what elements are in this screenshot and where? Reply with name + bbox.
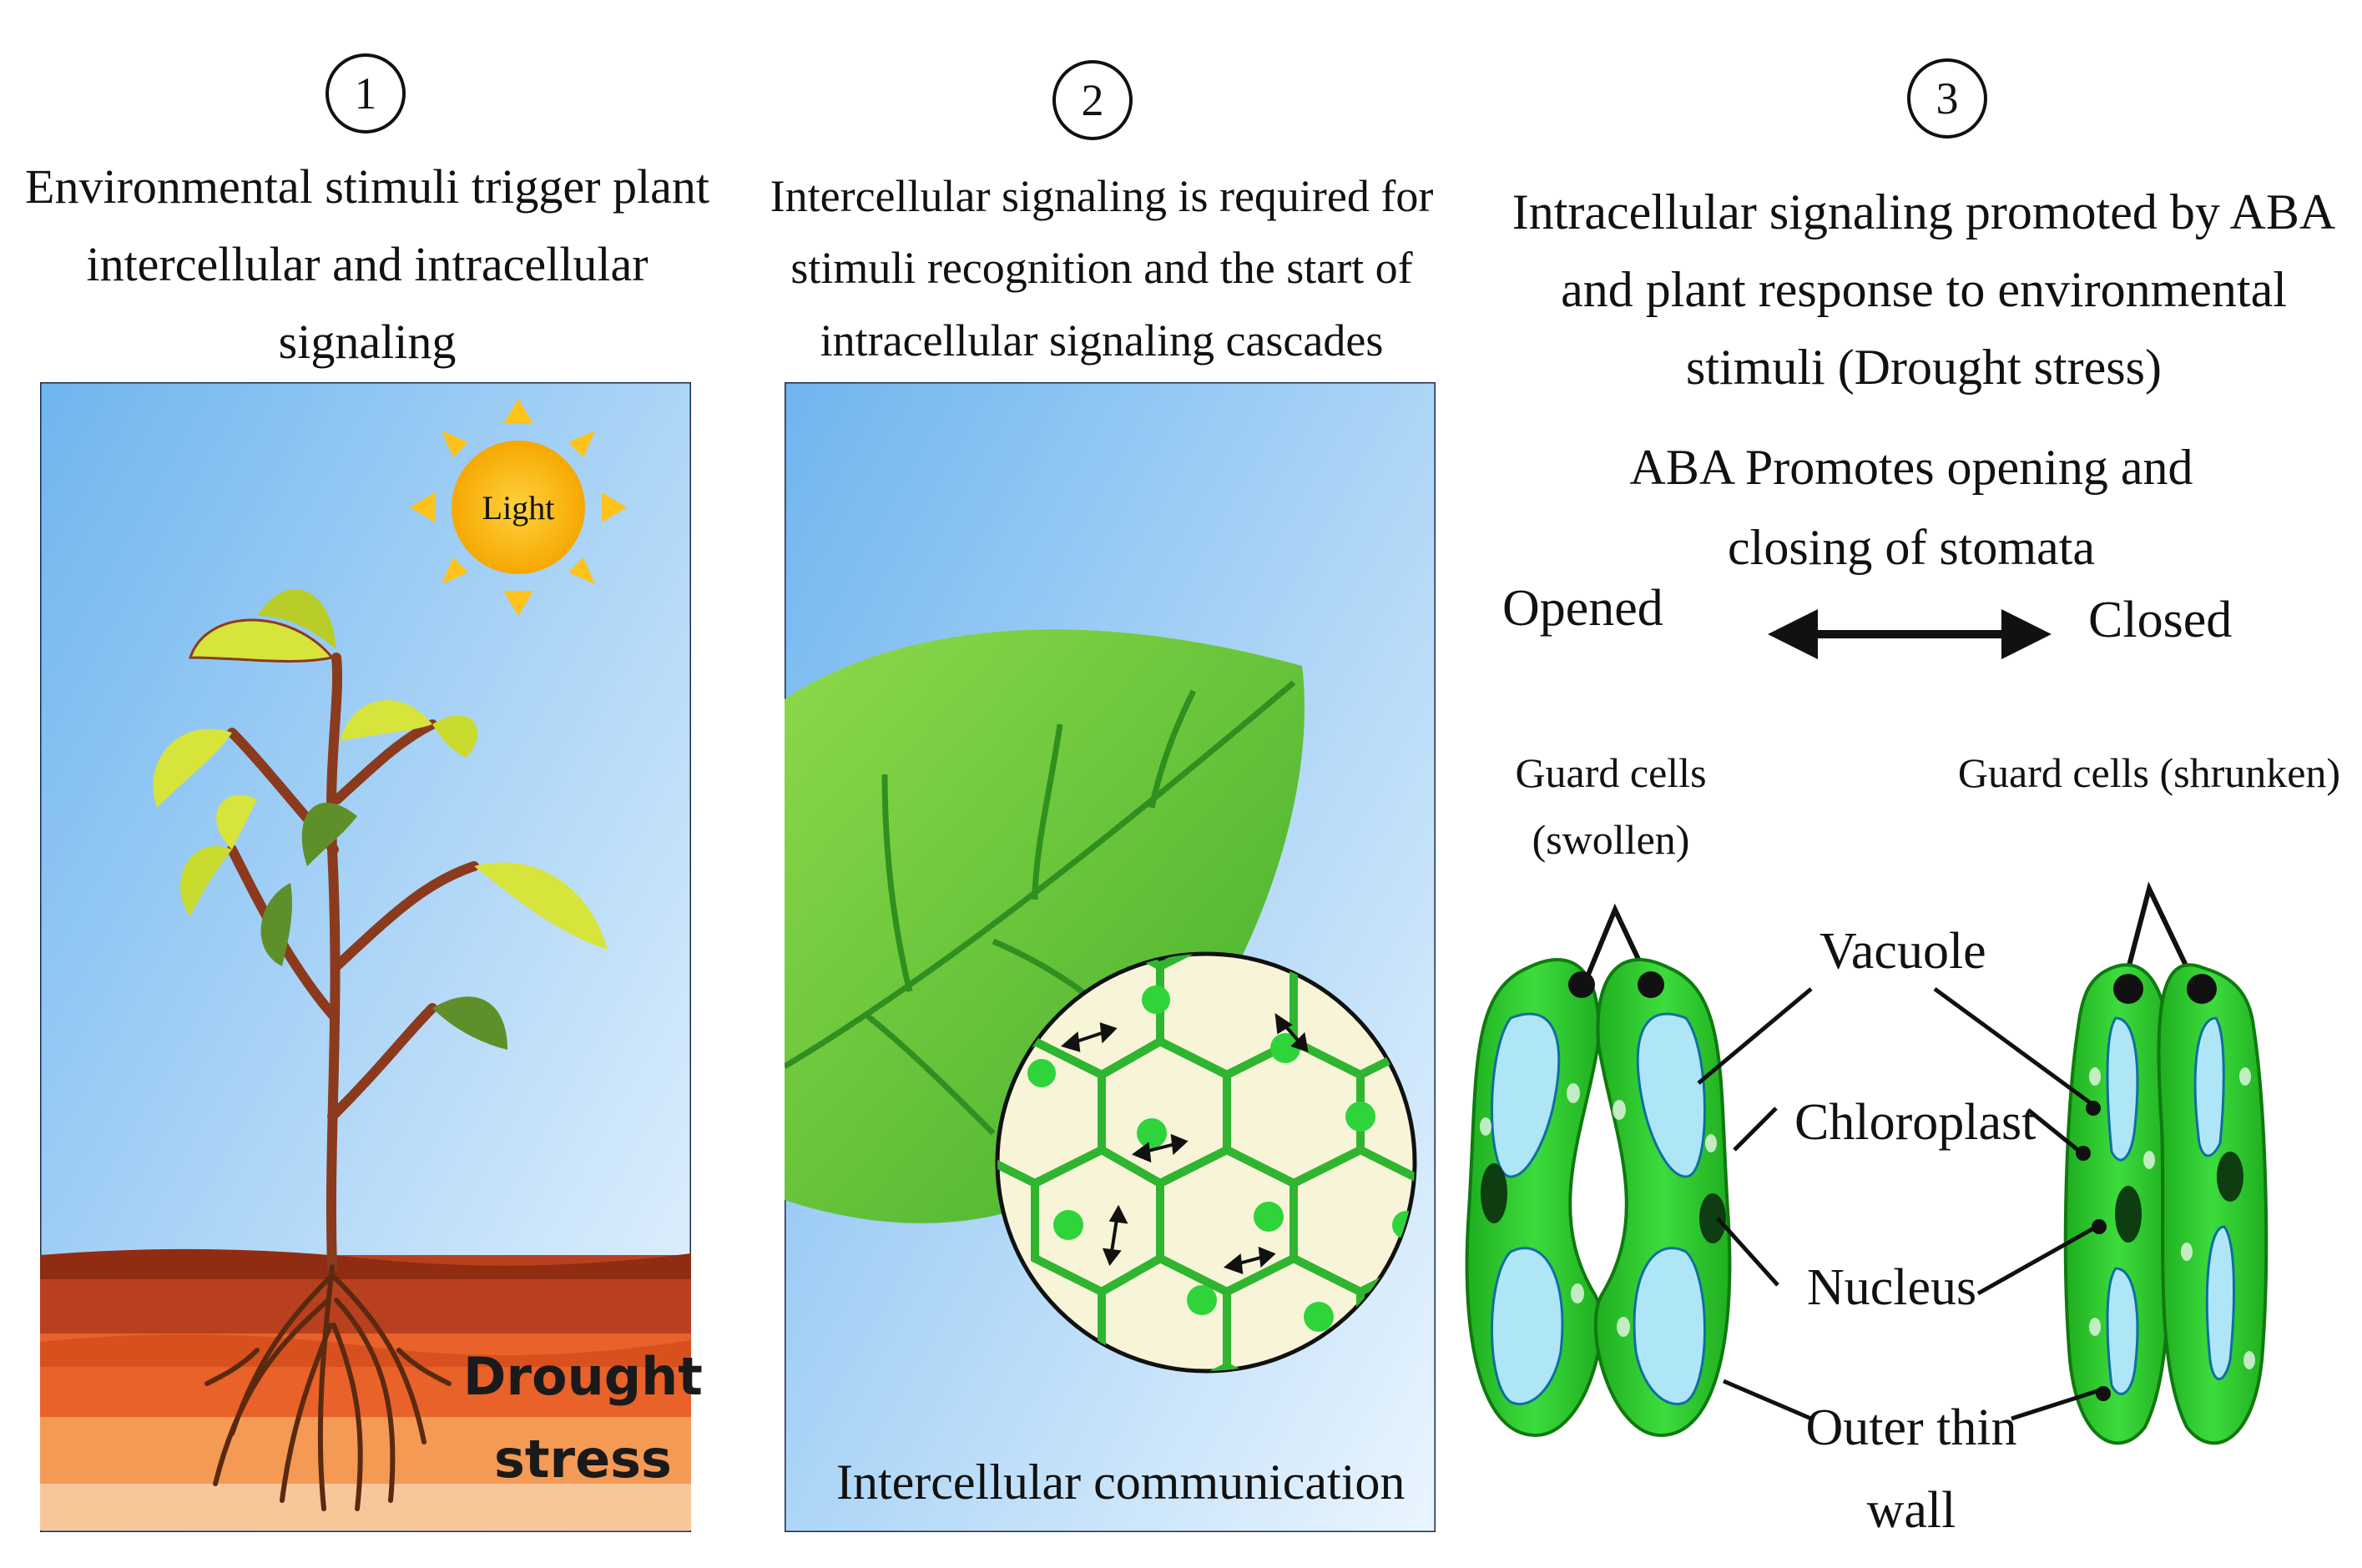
- step-number-2: 2: [1052, 60, 1133, 140]
- opened-label: Opened: [1502, 580, 1663, 637]
- vacuole-label: Vacuole: [1819, 923, 1986, 980]
- signal-arrows: [1060, 1012, 1309, 1274]
- stomata-illustration: [1465, 881, 2269, 1445]
- sun-label: Light: [482, 489, 555, 527]
- panel1-plant-illustration: [40, 382, 691, 1532]
- outer-thin-wall-label: Outer thin wall: [1805, 1399, 2017, 1540]
- closed-label: Closed: [2088, 592, 2233, 648]
- plant-leaves: [153, 588, 608, 1050]
- panel3-caption: Intracellular signaling promoted by ABA …: [1512, 184, 2336, 395]
- double-arrow-icon: [1768, 609, 2052, 659]
- guard-cells-shrunken-label: Guard cells (shrunken): [1957, 749, 2341, 796]
- aba-stomata-caption: ABA Promotes opening and closing of stom…: [1629, 440, 2193, 575]
- open-stoma: [1465, 958, 1732, 1438]
- plant-roots: [204, 1264, 452, 1511]
- panel1-caption: Environmental stimuli trigger plant inte…: [25, 159, 709, 369]
- intercellular-communication-label: Intercellular communication: [836, 1455, 1406, 1510]
- chloroplast-label: Chloroplast: [1794, 1094, 2036, 1151]
- step-number-3: 3: [1907, 58, 1987, 139]
- panel2-caption: Intercellular signaling is required for …: [770, 171, 1434, 366]
- nucleus-label: Nucleus: [1807, 1259, 1977, 1316]
- label-pointer-lines: [1697, 986, 2101, 1421]
- cell-grid: [997, 954, 1415, 1371]
- guard-pointer-lines: [1583, 881, 2198, 986]
- panel2-leaf-illustration: [785, 382, 1436, 1532]
- soil-layer-bottom: [40, 1484, 691, 1530]
- sun-icon: [410, 399, 627, 616]
- soil-layer-low: [40, 1417, 691, 1492]
- closed-stoma: [2063, 963, 2269, 1445]
- step-number-1: 1: [326, 53, 406, 134]
- guard-cells-swollen-label: Guard cells (swollen): [1515, 749, 1707, 863]
- drought-stress-label: Drought stress: [463, 1346, 703, 1490]
